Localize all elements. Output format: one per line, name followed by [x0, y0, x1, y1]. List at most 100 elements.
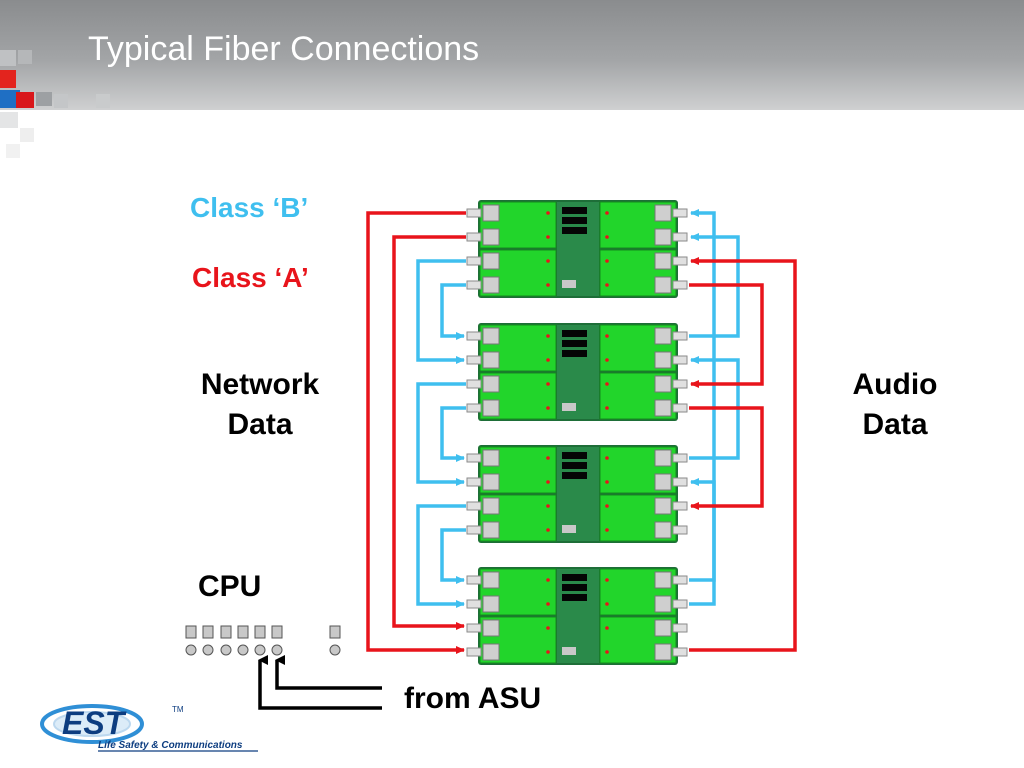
- led-right: [605, 650, 609, 654]
- fiber-connector-left: [466, 331, 482, 341]
- port-left: [482, 351, 500, 369]
- led-left: [546, 235, 550, 239]
- led-left: [546, 283, 550, 287]
- led-left: [546, 578, 550, 582]
- network-data-label: Network Data: [180, 365, 340, 445]
- header-decor: [16, 92, 34, 108]
- port-right: [654, 449, 672, 467]
- led-right: [605, 406, 609, 410]
- header-decor: [0, 112, 18, 128]
- asu-wire: [258, 655, 382, 710]
- module-label-plate: [562, 525, 576, 533]
- cpu-port: [220, 625, 232, 639]
- header-decor: [6, 144, 20, 158]
- fiber-connector-left: [466, 525, 482, 535]
- fiber-connector-right: [672, 525, 688, 535]
- port-right: [654, 473, 672, 491]
- fiber-connector-right: [672, 599, 688, 609]
- fiber-connector-right: [672, 403, 688, 413]
- module-chip: [562, 217, 587, 224]
- port-right: [654, 571, 672, 589]
- led-left: [546, 334, 550, 338]
- port-left: [482, 449, 500, 467]
- fiber-connector-left: [466, 453, 482, 463]
- module-label-plate: [562, 647, 576, 655]
- audio-wire: [689, 209, 716, 582]
- led-right: [605, 382, 609, 386]
- port-right: [654, 252, 672, 270]
- port-left: [482, 619, 500, 637]
- network-wire: [440, 283, 466, 340]
- port-right: [654, 521, 672, 539]
- port-left: [482, 643, 500, 661]
- port-right: [654, 619, 672, 637]
- cpu-port: [254, 625, 266, 639]
- header-decor: [54, 94, 68, 108]
- class-b-wiring: [416, 209, 740, 608]
- fiber-connector-right: [672, 379, 688, 389]
- from-asu-label: from ASU: [404, 682, 542, 715]
- port-left: [482, 228, 500, 246]
- port-left: [482, 571, 500, 589]
- port-right: [654, 276, 672, 294]
- led-right: [605, 528, 609, 532]
- fiber-module: [466, 567, 688, 665]
- led-left: [546, 211, 550, 215]
- port-right: [654, 351, 672, 369]
- port-right: [654, 375, 672, 393]
- cpu-led: [185, 644, 197, 656]
- fiber-connector-left: [466, 280, 482, 290]
- fiber-connector-left: [466, 232, 482, 242]
- fiber-connector-right: [672, 355, 688, 365]
- module-chip: [562, 350, 587, 357]
- port-left: [482, 204, 500, 222]
- network-wire: [416, 504, 466, 608]
- cpu-port: [237, 625, 249, 639]
- cpu-port: [185, 625, 197, 639]
- fiber-connector-right: [672, 331, 688, 341]
- led-right: [605, 211, 609, 215]
- module-chip: [562, 574, 587, 581]
- fiber-modules: [466, 200, 688, 665]
- led-right: [605, 480, 609, 484]
- port-left: [482, 473, 500, 491]
- port-right: [654, 595, 672, 613]
- fiber-connector-left: [466, 256, 482, 266]
- fiber-connector-left: [466, 575, 482, 585]
- cpu-led: [271, 644, 283, 656]
- cpu-port: [202, 625, 214, 639]
- module-chip: [562, 472, 587, 479]
- module-chip: [562, 462, 587, 469]
- cpu-led: [329, 644, 341, 656]
- network-wire: [416, 382, 466, 486]
- fiber-connector-right: [672, 232, 688, 242]
- led-right: [605, 578, 609, 582]
- port-right: [654, 228, 672, 246]
- fiber-connector-right: [672, 256, 688, 266]
- fiber-module: [466, 200, 688, 298]
- fiber-connector-left: [466, 647, 482, 657]
- module-chip: [562, 584, 587, 591]
- audio-label-line1: Audio: [852, 368, 938, 401]
- network-label-line1: Network: [200, 368, 320, 401]
- fiber-connector-left: [466, 501, 482, 511]
- fiber-connector-right: [672, 623, 688, 633]
- asu-wiring: [258, 655, 382, 710]
- audio-wire: [689, 257, 797, 652]
- led-right: [605, 504, 609, 508]
- port-left: [482, 327, 500, 345]
- led-left: [546, 456, 550, 460]
- slide-header: Typical Fiber Connections: [0, 0, 1024, 110]
- port-left: [482, 595, 500, 613]
- header-decor: [0, 90, 20, 108]
- cpu-port: [329, 625, 341, 639]
- module-chip: [562, 227, 587, 234]
- fiber-connector-right: [672, 453, 688, 463]
- audio-wire: [689, 406, 764, 510]
- port-right: [654, 204, 672, 222]
- fiber-connector-left: [466, 403, 482, 413]
- port-right: [654, 497, 672, 515]
- led-right: [605, 235, 609, 239]
- led-left: [546, 650, 550, 654]
